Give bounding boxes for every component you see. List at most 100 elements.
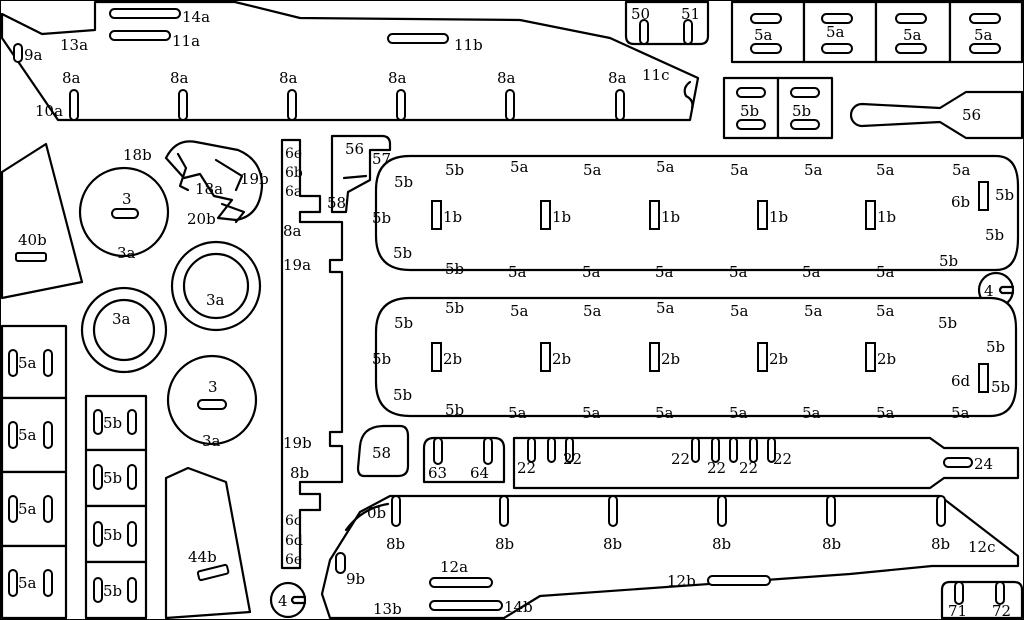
label-2b: 2b (769, 350, 788, 368)
label-5b: 5b (445, 161, 464, 179)
label-12b: 12b (667, 572, 696, 590)
piece-40b: 40b (0, 142, 84, 300)
label-8b: 8b (495, 535, 514, 553)
label-6c: 6c (285, 513, 302, 529)
label-5b: 5b (445, 401, 464, 419)
label-14a: 14a (182, 8, 210, 26)
label-4: 4 (278, 592, 288, 610)
label-11a: 11a (172, 32, 200, 50)
label-5b: 5b (938, 314, 957, 332)
label-5a: 5a (583, 161, 602, 179)
label-10a: 10a (35, 102, 63, 120)
label-11b: 11b (454, 36, 483, 54)
label-5b: 5b (394, 314, 413, 332)
label-1b: 1b (769, 208, 788, 226)
label-5a: 5a (802, 404, 821, 422)
label-5a: 5a (804, 302, 823, 320)
label-5a: 5a (876, 404, 895, 422)
label-8a: 8a (279, 69, 298, 87)
label-58: 58 (372, 444, 391, 462)
label-8b: 8b (931, 535, 950, 553)
label-8a: 8a (608, 69, 627, 87)
piece-63-64: 63 64 (422, 436, 506, 484)
label-0b: 0b (367, 504, 386, 522)
label-11c: 11c (642, 66, 670, 84)
label-1b: 1b (877, 208, 896, 226)
label-8b: 8b (290, 464, 309, 482)
label-9b: 9b (346, 570, 365, 588)
label-8a: 8a (62, 69, 81, 87)
label-5b: 5b (991, 378, 1010, 396)
label-5b: 5b (986, 338, 1005, 356)
label-5a: 5a (804, 161, 823, 179)
label-8b: 8b (386, 535, 405, 553)
label-12c: 12c (968, 538, 996, 556)
piece-wheels: 3 3a 3a 3a 3 3a (78, 166, 262, 450)
label-6d: 6d (285, 533, 303, 549)
label-5a: 5a (876, 263, 895, 281)
label-3a: 3a (112, 310, 131, 328)
label-58: 58 (327, 194, 346, 212)
label-3a: 3a (117, 244, 136, 262)
label-22: 22 (739, 459, 758, 477)
piece-44b: 44b (164, 466, 252, 620)
label-24: 24 (974, 455, 993, 473)
label-5a: 5a (952, 161, 971, 179)
piece-13a: 14a 11a 13a 9a 10a 11b 11c 8a 8a 8a 8a 8… (0, 0, 700, 122)
piece-50-51: 50 51 (624, 0, 710, 46)
piece-71-72: 71 72 (940, 580, 1024, 620)
label-22: 22 (707, 459, 726, 477)
label-2b: 2b (443, 350, 462, 368)
piece-18-19-20: 18b 18a 19b 20b (123, 140, 269, 228)
label-22: 22 (563, 450, 582, 468)
label-22: 22 (671, 450, 690, 468)
label-5a: 5a (508, 404, 527, 422)
label-5a: 5a (951, 404, 970, 422)
label-5a: 5a (508, 263, 527, 281)
label-8b: 8b (603, 535, 622, 553)
label-56: 56 (962, 106, 981, 124)
label-5b: 5b (393, 386, 412, 404)
piece-5b-left-column: 5b 5b 5b 5b (84, 394, 148, 620)
label-5a: 5a (876, 161, 895, 179)
label-40b: 40b (18, 231, 47, 249)
label-8a: 8a (388, 69, 407, 87)
label-5a: 5a (656, 158, 675, 176)
label-1b: 1b (443, 208, 462, 226)
label-5a: 5a (903, 26, 922, 44)
label-2b: 2b (552, 350, 571, 368)
piece-5a-left-column: 5a 5a 5a 5a (0, 324, 68, 620)
label-3: 3 (208, 378, 218, 396)
label-5b: 5b (372, 209, 391, 227)
label-19a: 19a (283, 256, 311, 274)
label-2b: 2b (661, 350, 680, 368)
label-5a: 5a (583, 302, 602, 320)
piece-5a-top-row: 5a 5a 5a 5a (730, 0, 1024, 64)
label-6e: 6e (285, 146, 302, 162)
label-50: 50 (631, 5, 650, 23)
label-56: 56 (345, 140, 364, 158)
label-3a: 3a (206, 291, 225, 309)
label-5a: 5a (730, 161, 749, 179)
piece-13b: 0b 8b 8b 8b 8b 8b 8b 9b 13b 12a 14b 12b … (320, 494, 1020, 620)
label-22: 22 (773, 450, 792, 468)
label-1b: 1b (552, 208, 571, 226)
label-5a: 5a (655, 263, 674, 281)
piece-58: 58 (356, 424, 410, 478)
label-5b: 5b (393, 244, 412, 262)
label-18a: 18a (195, 180, 223, 198)
label-51: 51 (681, 5, 700, 23)
label-5a: 5a (582, 404, 601, 422)
label-2b: 2b (877, 350, 896, 368)
label-5a: 5a (510, 302, 529, 320)
label-19b: 19b (283, 434, 312, 452)
label-5b: 5b (995, 186, 1014, 204)
label-5b: 5b (740, 102, 759, 120)
piece-chain-1b: 1b 1b 1b 1b 1b 6b 5b 5a 5a 5a 5a 5a 5a 5… (372, 154, 1020, 281)
label-71: 71 (948, 602, 967, 620)
label-5a: 5a (510, 158, 529, 176)
label-8a: 8a (170, 69, 189, 87)
label-5b: 5b (985, 226, 1004, 244)
label-5b: 5b (939, 252, 958, 270)
